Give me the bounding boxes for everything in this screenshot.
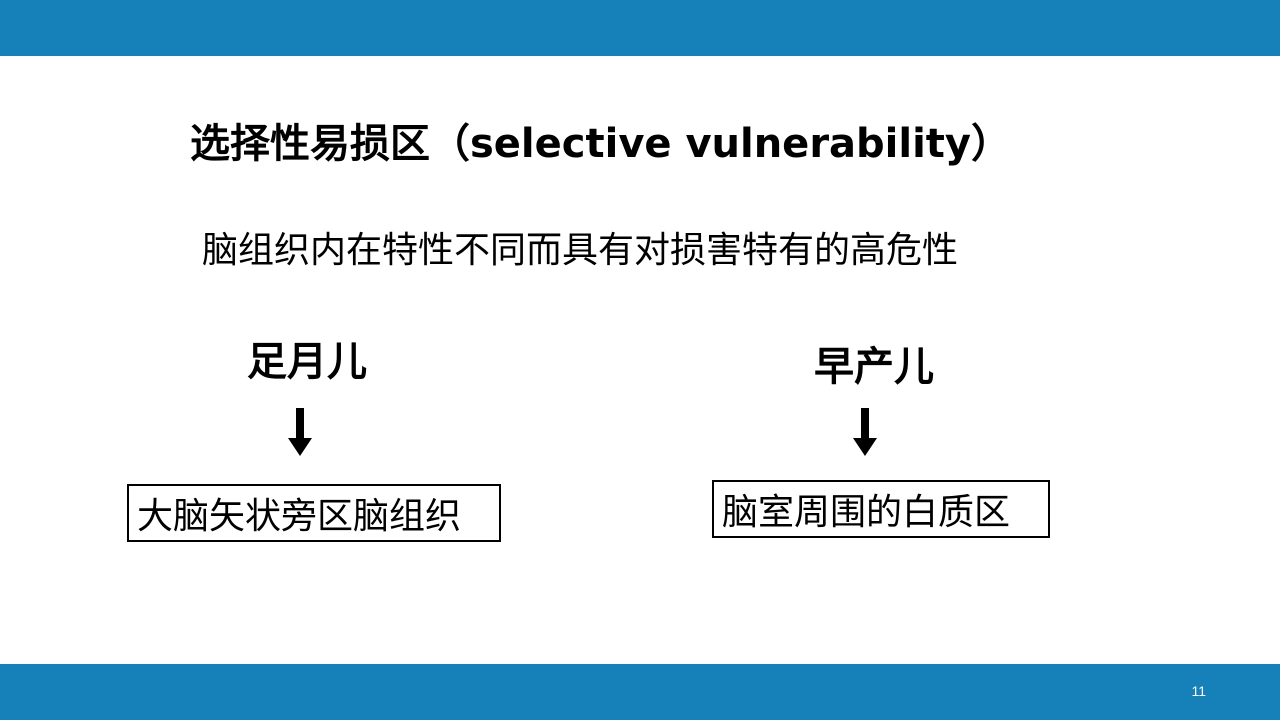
bottom-footer-bar: 11: [0, 664, 1280, 720]
down-arrow-icon: [288, 408, 312, 456]
down-arrow-icon: [853, 408, 877, 456]
full-term-region-box: 大脑矢状旁区脑组织: [127, 484, 501, 542]
preterm-region-text: 脑室周围的白质区: [722, 492, 1011, 533]
full-term-label: 足月儿: [247, 339, 367, 385]
full-term-region-text: 大脑矢状旁区脑组织: [137, 496, 462, 537]
slide-title: 选择性易损区（selective vulnerability）: [190, 121, 1011, 167]
top-header-bar: [0, 0, 1280, 56]
preterm-region-box: 脑室周围的白质区: [712, 480, 1050, 538]
slide-subtitle: 脑组织内在特性不同而具有对损害特有的高危性: [202, 230, 959, 271]
preterm-label: 早产儿: [814, 344, 934, 390]
page-number: 11: [1191, 683, 1206, 699]
